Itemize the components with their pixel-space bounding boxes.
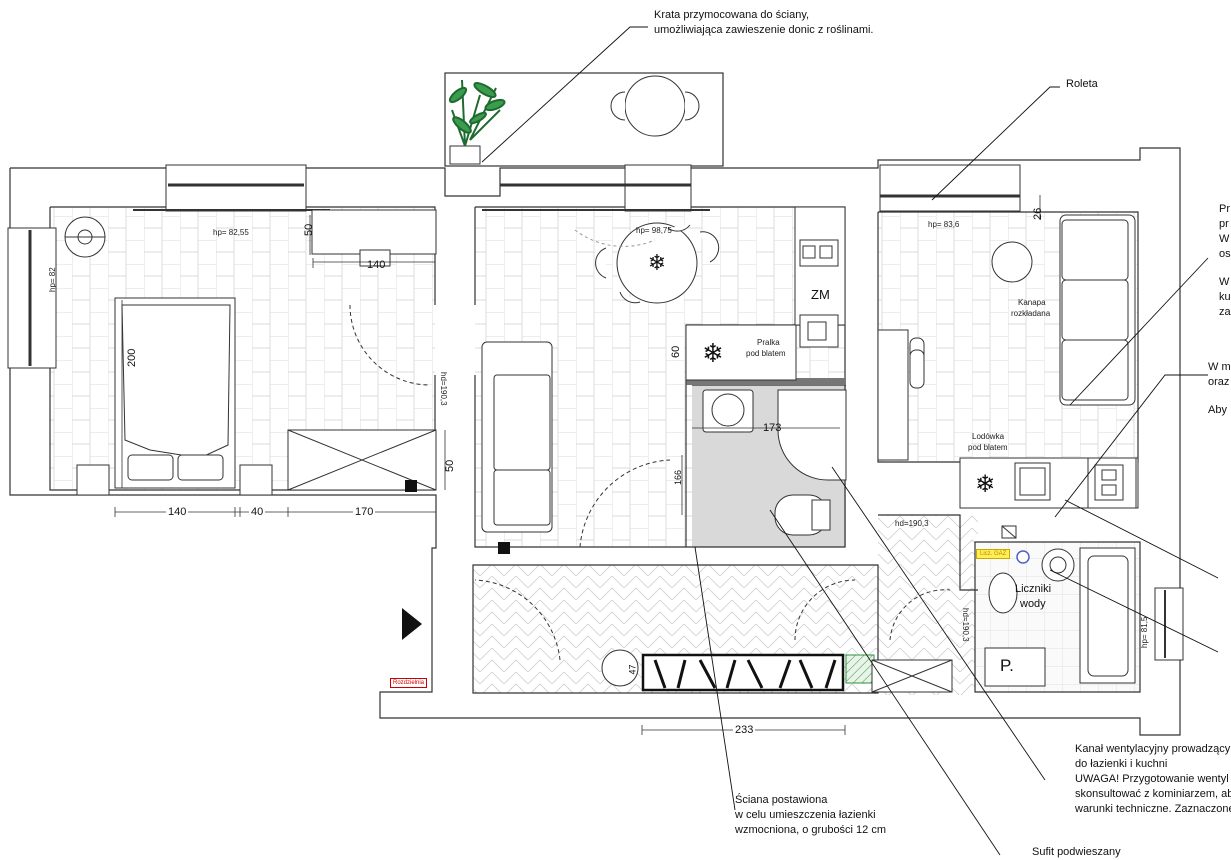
annotation-right-os: os [1219, 248, 1231, 260]
desk-icon [311, 209, 437, 267]
armchair-icon [481, 341, 553, 533]
height-hd-2: hd=190,3 [895, 519, 929, 528]
annotation-sciana-line2: w celu umieszczenia łazienki [735, 809, 876, 821]
bathroom-fixtures [702, 389, 847, 536]
annotation-kanal-line2: do łazienki i kuchni [1075, 758, 1168, 770]
dim-140-top: 140 [367, 259, 386, 271]
bar-stools-icon [877, 329, 925, 461]
window-bedroom [133, 164, 330, 212]
label-pralka-1: Pralka [757, 338, 780, 347]
annotation-right-w2: W [1219, 276, 1230, 288]
dim-26: 26 [1032, 207, 1044, 220]
label-gas: Licz. GAZ [976, 549, 1011, 559]
annotation-right-aby: Aby [1208, 404, 1227, 416]
annotation-kanal-line1: Kanał wentylacyjny prowadzący [1075, 743, 1231, 755]
label-liczniki-2: wody [1020, 598, 1046, 610]
window-bath [1154, 587, 1184, 661]
annotation-right-w1: W [1219, 233, 1230, 245]
annotation-sciana-line1: Ściana postawiona [735, 794, 828, 806]
annotation-kanal-line3: UWAGA! Przygotowanie wentyl [1075, 773, 1229, 785]
dim-47: 47 [627, 664, 638, 675]
svg-text:❄: ❄ [975, 471, 995, 498]
window-kitchen [879, 164, 1021, 212]
kitchen-units [685, 206, 846, 381]
dim-50-mid: 50 [444, 459, 456, 472]
label-rozdzielnia: Rozdzielnia [390, 678, 428, 688]
dim-173: 173 [763, 422, 782, 434]
window-living [482, 164, 710, 212]
dim-166: 166 [673, 469, 683, 485]
dim-140-bottom: 140 [166, 505, 189, 520]
dim-60: 60 [670, 345, 682, 358]
height-hd-3: hd=190,3 [961, 608, 970, 642]
annotation-right-oraz: oraz [1208, 376, 1230, 388]
dim-40: 40 [249, 505, 266, 520]
label-lodowka-1: Lodówka [972, 432, 1005, 441]
annotation-kanal-line4: skonsultować z kominiarzem, ab [1075, 788, 1231, 800]
entry-closet [641, 653, 845, 692]
height-living: hp= 98,75 [636, 226, 672, 235]
annotation-krata-line1: Krata przymocowana do ściany, [654, 9, 810, 21]
height-kitchen: hp= 83,6 [928, 220, 960, 229]
label-zm: ZM [811, 287, 830, 302]
label-lodowka-2: pod blatem [968, 443, 1008, 452]
height-bedroom: hp= 82,55 [213, 228, 249, 237]
dining-table-icon [595, 222, 720, 304]
annotation-krata-line2: umożliwiająca zawieszenie donic z roślin… [654, 24, 874, 36]
label-pralka-2: pod blatem [746, 349, 786, 358]
dim-233: 233 [733, 723, 756, 738]
annotation-right-za: za [1219, 306, 1231, 318]
label-kanapa-1: Kanapa [1018, 298, 1046, 307]
svg-text:❄: ❄ [648, 250, 666, 275]
plant-icon [448, 79, 506, 165]
dim-50-top: 50 [303, 223, 315, 236]
sofa-icon [1059, 214, 1136, 406]
kitchen-counter [959, 457, 1139, 509]
bed-icon [114, 297, 236, 489]
annotation-kanal-line5: warunki techniczne. Zaznaczone [1075, 803, 1231, 815]
annotation-right-pr2: pr [1219, 218, 1229, 230]
entrance-arrow-icon [402, 608, 422, 640]
floor-lamp-icon [64, 216, 106, 258]
window-left [7, 227, 57, 369]
label-liczniki-1: Liczniki [1015, 583, 1052, 595]
height-left: hp= 82 [48, 267, 57, 292]
height-bath: hp= 81,5 [1140, 616, 1149, 648]
annotation-right-wm: W m [1208, 361, 1231, 373]
dim-170: 170 [353, 505, 376, 520]
bath-2-fixtures [984, 547, 1136, 687]
annotation-roleta: Roleta [1066, 78, 1098, 90]
annotation-right-pr1: Pr [1219, 203, 1230, 215]
annotation-sufit: Sufit podwieszany [1032, 846, 1121, 858]
dim-200: 200 [126, 348, 138, 367]
annotation-right-ku: ku [1219, 291, 1231, 303]
label-kanapa-2: rozkładana [1011, 309, 1051, 318]
balcony-table-icon [610, 75, 700, 137]
annotation-sciana-line3: wzmocniona, o grubości 12 cm [735, 824, 887, 836]
outer-wall [9, 147, 1181, 736]
svg-text:❄: ❄ [702, 338, 724, 368]
label-p: P. [1000, 656, 1014, 675]
height-hd-1: hd=190,3 [439, 372, 448, 406]
